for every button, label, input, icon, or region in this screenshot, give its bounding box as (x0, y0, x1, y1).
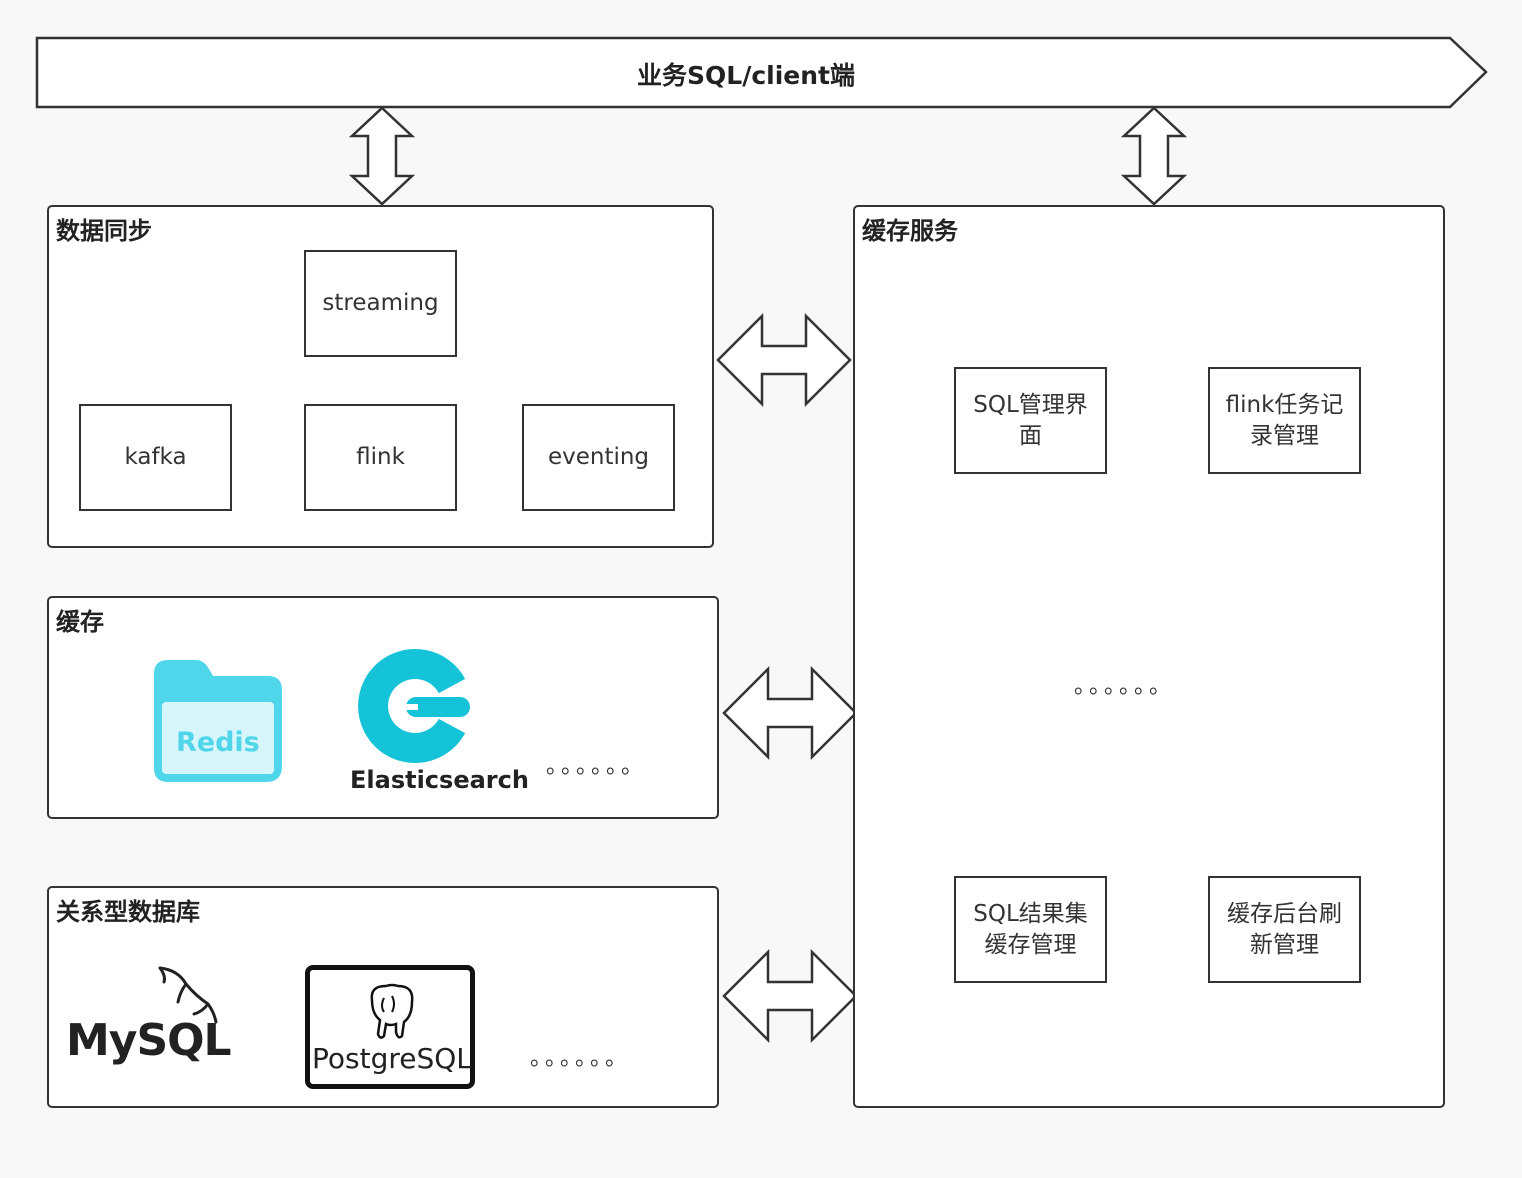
postgresql-elephant-icon (370, 983, 414, 1039)
flink-node: flink (304, 404, 457, 511)
arrow-cache-to-service (722, 665, 858, 761)
postgresql-label: PostgreSQL (312, 1042, 472, 1075)
redis-folder-icon (154, 660, 282, 782)
arrow-banner-to-service (1120, 106, 1188, 206)
service-more-ellipsis: 。。。。。。 (1074, 674, 1176, 699)
rdb-more-ellipsis: 。。。。。。 (530, 1046, 632, 1071)
mysql-label: MySQL (66, 1015, 232, 1066)
cache-refresh-node: 缓存后台刷新管理 (1208, 876, 1361, 983)
arrow-sync-to-service (716, 312, 852, 408)
flink-task-node: flink任务记录管理 (1208, 367, 1361, 474)
sql-result-cache-node: SQL结果集缓存管理 (954, 876, 1107, 983)
arrow-banner-to-sync (348, 106, 416, 206)
eventing-node: eventing (522, 404, 675, 511)
data-sync-title: 数据同步 (56, 217, 152, 245)
rdb-title: 关系型数据库 (56, 898, 200, 926)
streaming-node: streaming (304, 250, 457, 357)
redis-label: Redis (176, 727, 260, 758)
mysql-dolphin-icon (158, 966, 218, 1024)
elasticsearch-logo-icon (358, 649, 470, 763)
kafka-node: kafka (79, 404, 232, 511)
cache-title: 缓存 (56, 608, 104, 636)
arrow-rdb-to-service (722, 948, 858, 1044)
elasticsearch-label: Elasticsearch (350, 766, 529, 794)
cache-service-title: 缓存服务 (862, 217, 958, 245)
banner-title: 业务SQL/client端 (637, 61, 855, 90)
sql-ui-node: SQL管理界面 (954, 367, 1107, 474)
cache-more-ellipsis: 。。。。。。 (546, 754, 648, 779)
client-banner (35, 36, 1488, 109)
